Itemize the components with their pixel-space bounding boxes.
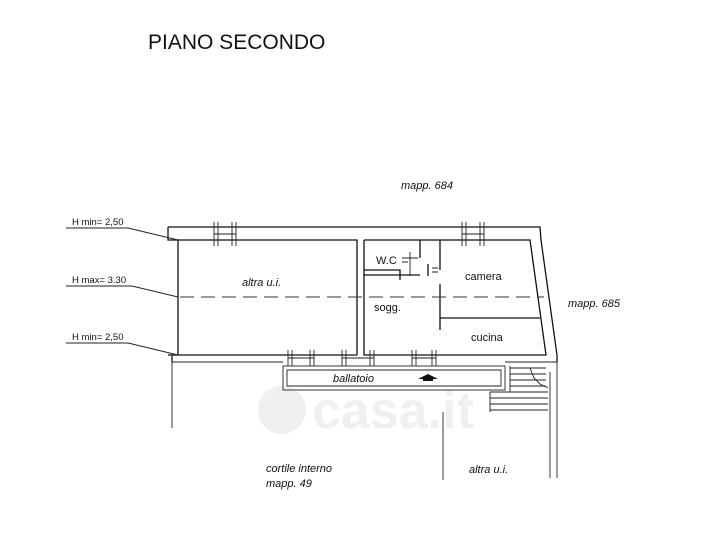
label-altra-ui-main: altra u.i. <box>242 277 281 289</box>
plan-title: PIANO SECONDO <box>148 31 325 54</box>
entrance-arrow-icon <box>418 374 438 381</box>
outer-walls <box>167 226 558 362</box>
label-cucina: cucina <box>471 332 504 344</box>
label-h-min-bottom: H min= 2,50 <box>72 332 124 343</box>
courtyard-boundary <box>171 361 558 480</box>
watermark: casa.it <box>258 382 474 440</box>
ballatoio <box>282 365 506 391</box>
watermark-text: casa.it <box>312 382 474 440</box>
label-altra-ui-lower: altra u.i. <box>469 464 508 476</box>
interior-walls <box>364 240 540 330</box>
label-h-max: H max= 3.30 <box>72 275 126 286</box>
label-cortile-interno: cortile interno <box>266 463 332 475</box>
height-leaders <box>66 227 179 356</box>
label-ballatoio: ballatoio <box>333 373 374 385</box>
label-sogg: sogg. <box>374 302 401 314</box>
label-camera: camera <box>465 271 503 283</box>
label-mapp-684: mapp. 684 <box>401 180 453 192</box>
label-mapp-685: mapp. 685 <box>568 298 621 310</box>
label-h-min-top: H min= 2,50 <box>72 217 124 228</box>
windows <box>213 222 485 366</box>
label-mapp-49: mapp. 49 <box>266 478 312 490</box>
watermark-house-icon <box>258 386 306 434</box>
label-wc: W.C <box>376 255 397 267</box>
staircase <box>489 366 549 412</box>
